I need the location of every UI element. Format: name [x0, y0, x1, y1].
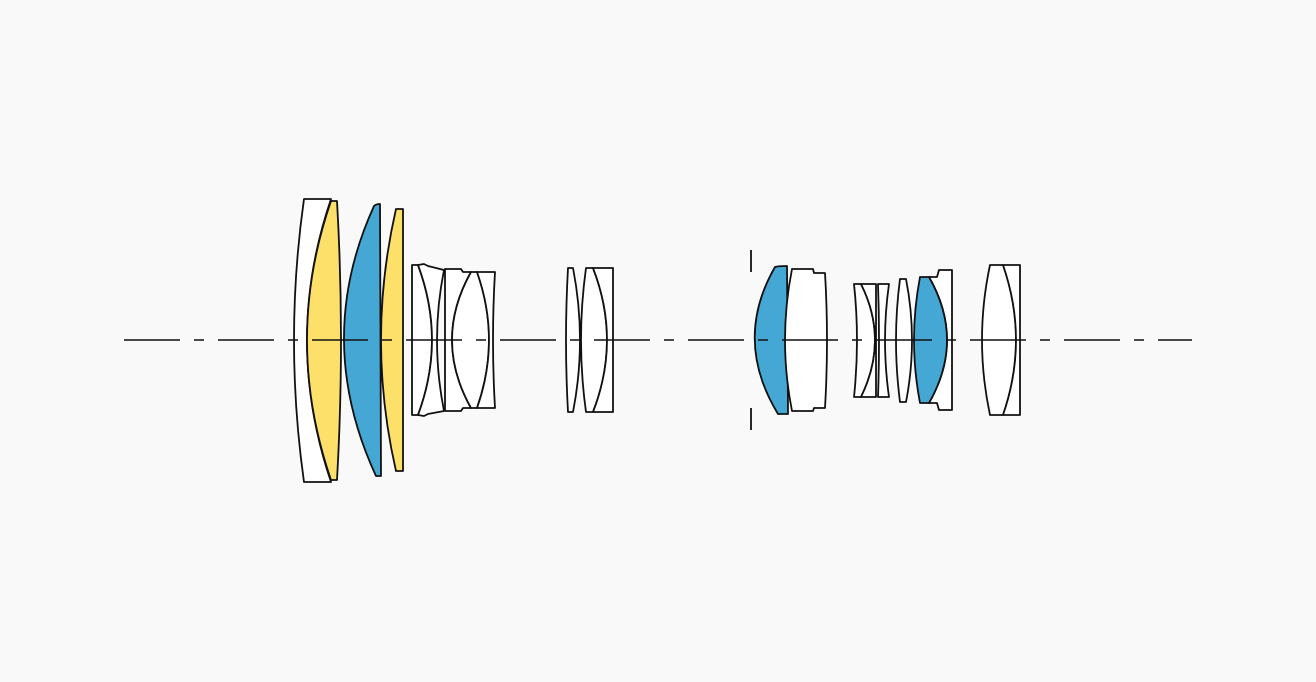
- rear-group-a: [753, 265, 828, 415]
- lens-element-13: [753, 265, 789, 415]
- lens-element-12: [592, 267, 614, 413]
- lens-element-16: [860, 283, 877, 398]
- lens-element-4: [380, 208, 404, 472]
- lens-element-22: [1002, 264, 1021, 416]
- lens-element-9: [476, 271, 496, 409]
- lens-element-6: [417, 263, 445, 417]
